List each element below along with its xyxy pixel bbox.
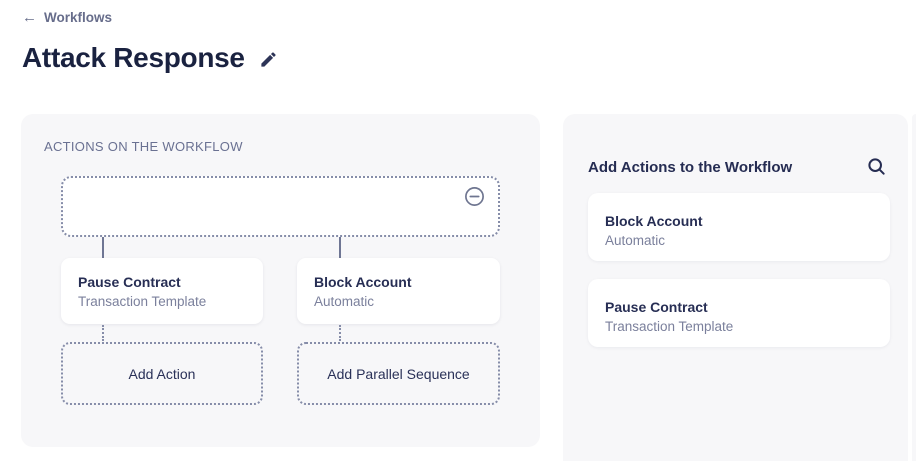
dotted-connector-left [102, 325, 104, 341]
action-item-title: Pause Contract [605, 299, 708, 315]
action-item-title: Block Account [605, 213, 703, 229]
add-action-button[interactable]: Add Action [61, 342, 263, 405]
action-item-block-account[interactable]: Block Account Automatic [588, 193, 890, 261]
node-title: Pause Contract [78, 274, 181, 290]
workflow-node-pause-contract[interactable]: Pause Contract Transaction Template [61, 258, 263, 324]
back-arrow-icon: ← [22, 9, 37, 26]
workflow-canvas-panel: ACTIONS ON THE WORKFLOW Pause Contract T… [21, 114, 540, 447]
connector-line-left [102, 237, 104, 258]
add-parallel-sequence-button[interactable]: Add Parallel Sequence [297, 342, 500, 405]
add-action-label: Add Action [128, 365, 196, 382]
action-item-pause-contract[interactable]: Pause Contract Transaction Template [588, 279, 890, 347]
dotted-connector-right [339, 325, 341, 341]
offscreen-panel-edge [912, 114, 916, 461]
back-link-label: Workflows [44, 10, 113, 25]
back-to-workflows-link[interactable]: ← Workflows [22, 10, 112, 25]
add-actions-panel: Add Actions to the Workflow Block Accoun… [563, 114, 908, 461]
remove-node-minus-circle-icon[interactable] [464, 186, 485, 207]
connector-line-right [339, 237, 341, 258]
page-title-row: Attack Response [22, 42, 278, 74]
action-item-subtitle: Transaction Template [605, 319, 734, 334]
workflow-root-node[interactable] [61, 176, 500, 237]
action-item-subtitle: Automatic [605, 233, 666, 248]
workflow-node-block-account[interactable]: Block Account Automatic [297, 258, 500, 324]
add-actions-panel-title: Add Actions to the Workflow [588, 159, 793, 176]
edit-pencil-icon[interactable] [259, 50, 278, 69]
add-parallel-sequence-label: Add Parallel Sequence [327, 365, 470, 382]
node-title: Block Account [314, 274, 412, 290]
search-icon[interactable] [866, 156, 887, 177]
page-title: Attack Response [22, 42, 245, 73]
node-subtitle: Automatic [314, 294, 375, 309]
workflow-section-label: ACTIONS ON THE WORKFLOW [44, 139, 243, 154]
node-subtitle: Transaction Template [78, 294, 207, 309]
